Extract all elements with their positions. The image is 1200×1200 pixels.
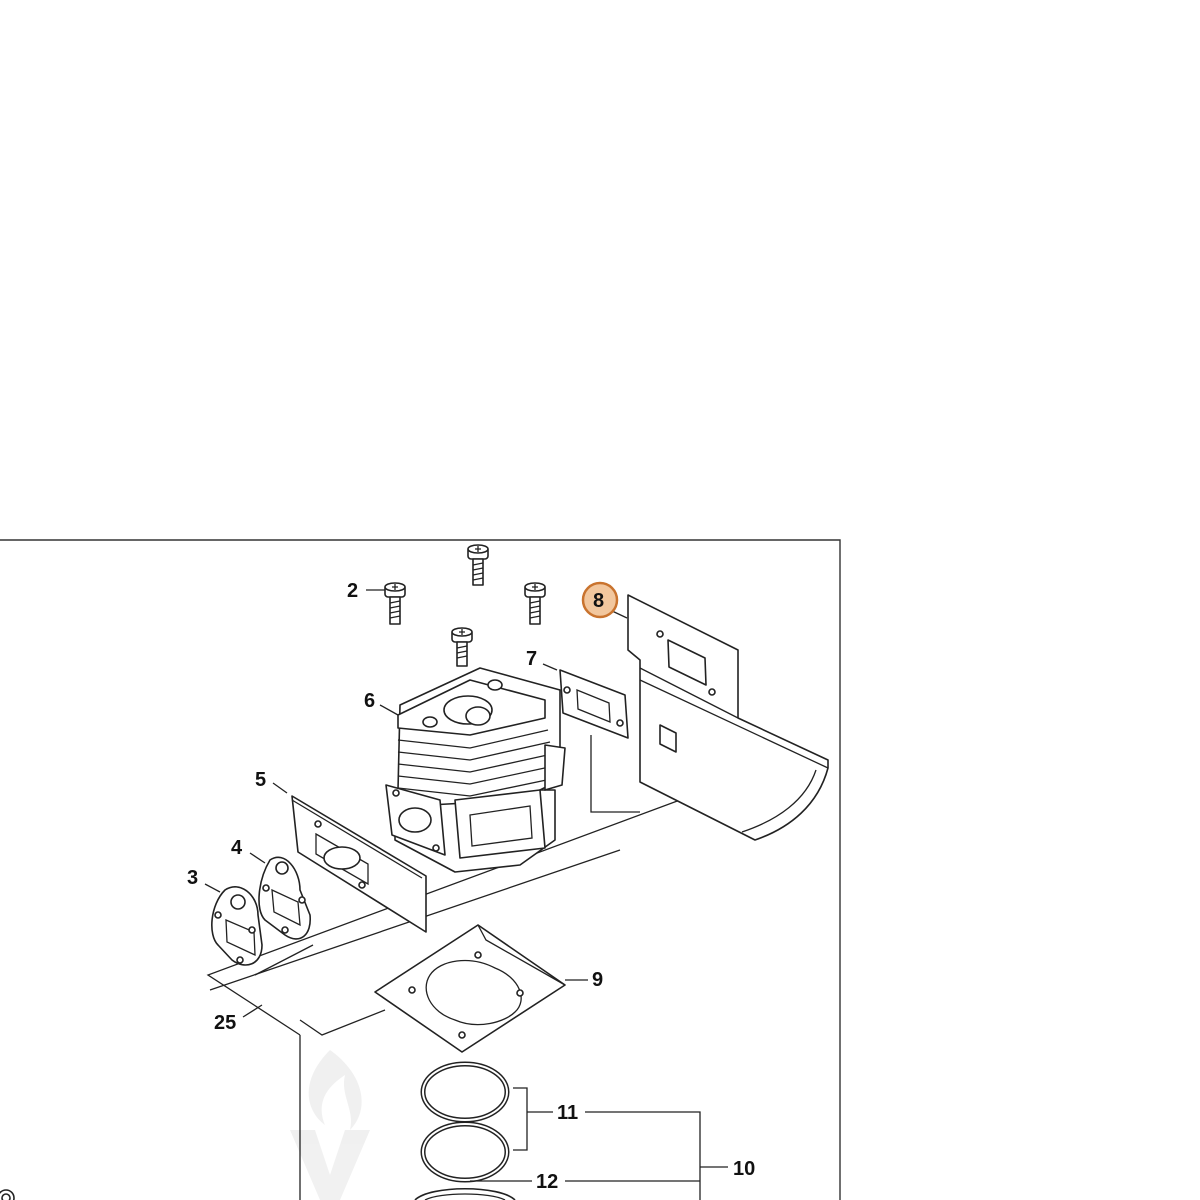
partial-part-bottom-left	[0, 1189, 15, 1200]
intake-gasket	[258, 856, 311, 940]
intake-plate	[291, 795, 427, 933]
callout-3[interactable]: 3	[187, 867, 198, 889]
callout-10[interactable]: 10	[733, 1158, 755, 1180]
callout-6[interactable]: 6	[364, 690, 375, 712]
callout-25[interactable]: 25	[214, 1012, 236, 1034]
exhaust-gasket	[559, 669, 629, 739]
screw-top	[467, 544, 489, 586]
base-gasket	[374, 924, 566, 1053]
screw-right	[524, 582, 546, 625]
piston	[414, 1188, 516, 1200]
piston-ring-upper	[420, 1061, 510, 1123]
callout-2[interactable]: 2	[347, 580, 358, 602]
callout-9[interactable]: 9	[592, 969, 603, 991]
callout-7[interactable]: 7	[526, 648, 537, 670]
screw-front	[451, 627, 473, 667]
callout-4[interactable]: 4	[231, 837, 243, 859]
diagram-frame	[0, 539, 841, 1200]
leader-lines	[204, 589, 728, 1200]
heat-shield	[627, 594, 829, 841]
callout-11[interactable]: 11	[557, 1102, 578, 1124]
callout-8[interactable]: 8	[593, 590, 604, 612]
flange-gasket	[211, 886, 263, 966]
callout-8-highlight[interactable]	[581, 581, 619, 619]
callout-5[interactable]: 5	[255, 769, 266, 791]
piston-ring-lower	[420, 1121, 510, 1183]
screw-left	[384, 582, 406, 625]
watermark-logo	[290, 1050, 370, 1200]
cylinder	[385, 667, 566, 873]
callout-12[interactable]: 12	[536, 1171, 558, 1193]
